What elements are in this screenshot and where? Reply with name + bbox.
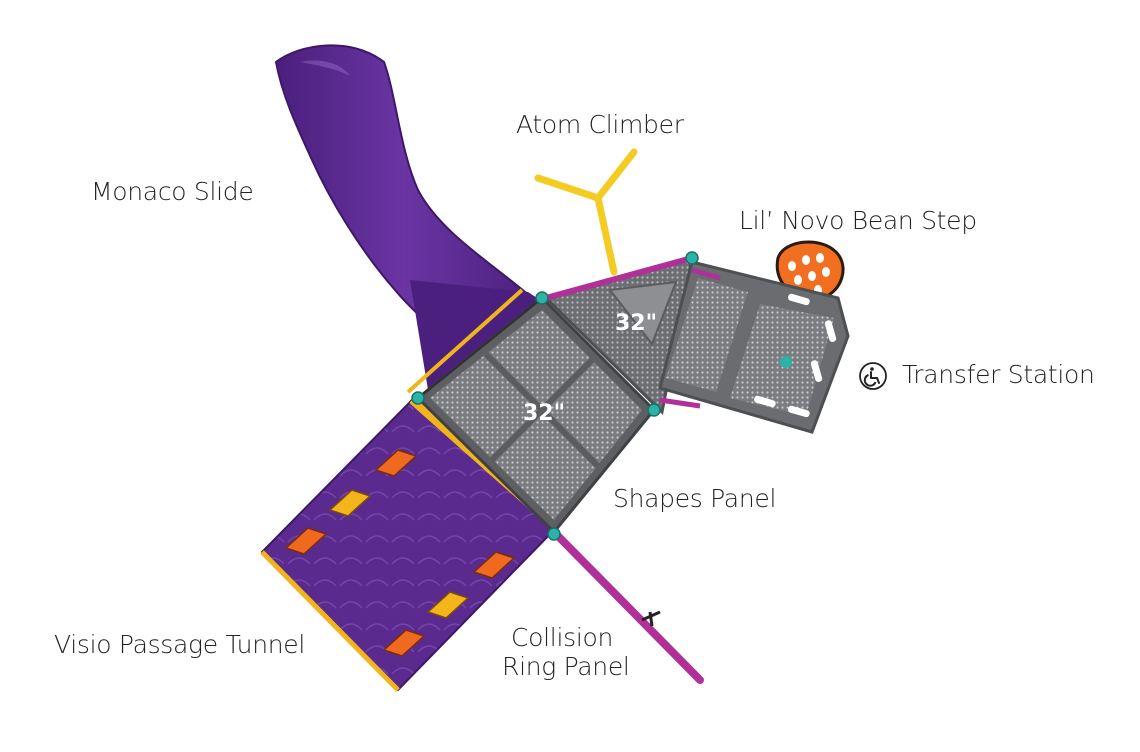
large-deck-size: 32" <box>523 401 565 426</box>
post <box>547 527 561 541</box>
label-collision-line1: Collision <box>511 623 613 652</box>
collision-ring-panel <box>552 530 704 684</box>
atom-climber <box>534 148 638 276</box>
label-transfer-station: Transfer Station <box>902 360 1095 389</box>
label-visio-passage-tunnel: Visio Passage Tunnel <box>54 630 306 659</box>
label-atom-climber: Atom Climber <box>516 110 684 139</box>
transfer-station <box>658 260 850 434</box>
post <box>647 403 661 417</box>
tunnel-portholes-right <box>382 551 516 657</box>
label-collision-line2: Ring Panel <box>502 651 630 681</box>
wheelchair-accessible-icon <box>858 361 888 391</box>
post <box>535 291 549 305</box>
post <box>685 251 699 265</box>
large-deck <box>415 295 657 535</box>
tunnel-portholes-left <box>284 449 418 555</box>
triangle-deck-size: 32" <box>615 311 657 336</box>
monaco-slide <box>274 44 540 394</box>
label-bean-step: Lil’ Novo Bean Step <box>739 206 977 235</box>
bean-step <box>775 240 845 301</box>
deck-posts <box>411 251 699 541</box>
triangle-deck <box>543 255 694 416</box>
post <box>411 391 425 405</box>
label-shapes-panel: Shapes Panel <box>613 484 777 513</box>
label-monaco-slide: Monaco Slide <box>91 177 254 206</box>
label-collision-ring-panel: Collision Ring Panel <box>502 623 630 682</box>
